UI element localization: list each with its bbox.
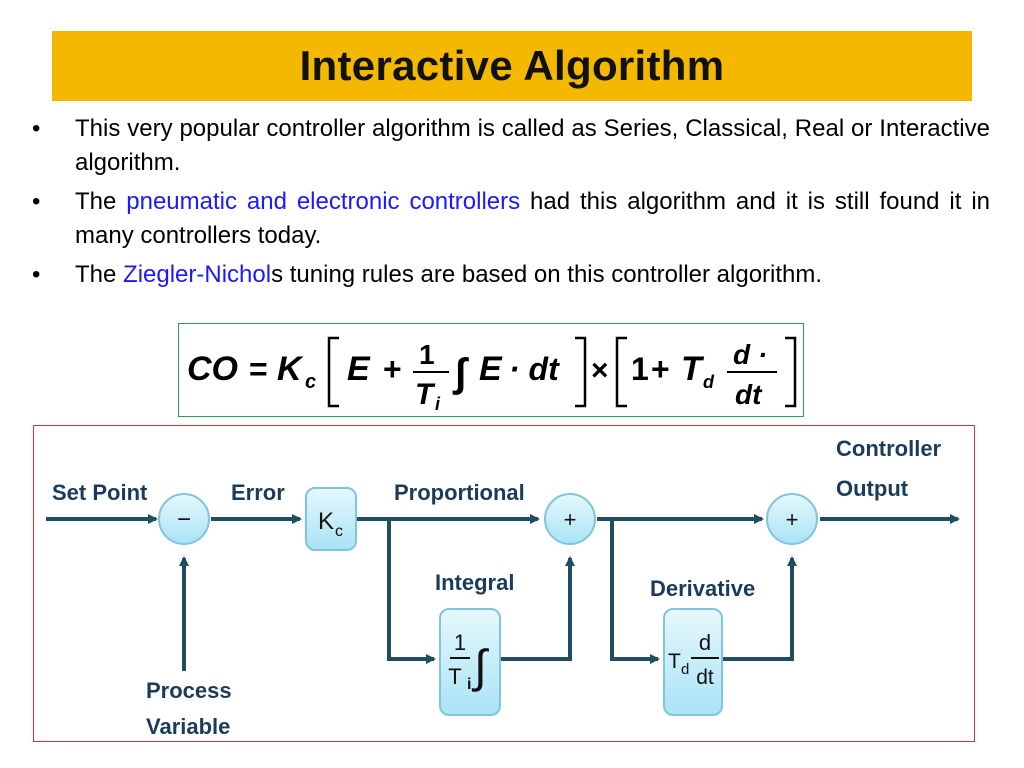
formula-equals: =	[249, 351, 268, 387]
formula-equation: CO = K c E + 1 T i ∫ E · dt × 1 + T d d …	[187, 336, 797, 414]
formula-bracket2-open	[615, 336, 627, 408]
formula-e2: E	[479, 350, 503, 388]
title-banner: Interactive Algorithm	[52, 31, 972, 101]
label-integral: Integral	[435, 570, 514, 595]
derivative-d: d	[699, 630, 711, 655]
formula-plus: +	[383, 351, 402, 387]
bullet-text: This very popular controller algorithm i…	[75, 115, 990, 176]
bullet-highlight: pneumatic and electronic controllers	[126, 188, 521, 215]
formula-k: K	[277, 350, 304, 388]
derivative-t: T	[668, 650, 681, 673]
formula-t2: T	[681, 350, 705, 388]
formula-bracket-close	[575, 336, 587, 408]
formula-e: E	[347, 350, 371, 388]
formula-one: 1	[419, 339, 435, 370]
label-process-line2: Variable	[146, 714, 230, 739]
integral-t-sub: i	[467, 676, 471, 693]
gain-block-kc: K c	[305, 487, 357, 551]
label-error: Error	[231, 480, 285, 505]
bullet-marker: •	[32, 188, 41, 215]
label-process-line1: Process	[146, 678, 232, 703]
kc-sub: c	[335, 523, 343, 540]
formula-k-sub: c	[305, 371, 316, 393]
summing-junction-output: +	[766, 493, 818, 545]
arrow-integral-out	[500, 556, 575, 661]
bullet-marker: •	[32, 261, 41, 288]
formula-plus2: +	[651, 351, 670, 387]
bullet-text-pre: The	[75, 188, 127, 215]
label-controller-output-line1: Controller	[836, 436, 942, 461]
integral-numerator: 1	[454, 630, 466, 655]
derivative-t-sub: d	[681, 661, 689, 678]
formula-co: CO	[187, 350, 238, 388]
bullet-text-post: had this algorithm and it is still found…	[75, 188, 990, 249]
formula-dt: dt	[735, 379, 763, 410]
formula-box: CO = K c E + 1 T i ∫ E · dt × 1 + T d d …	[178, 323, 804, 417]
integral-t: T	[448, 664, 461, 689]
bullet-list: • This very popular controller algorithm…	[30, 112, 990, 297]
arrow-derivative-in	[610, 519, 660, 664]
formula-dot-dt: · dt	[509, 351, 560, 387]
formula-td-sub: d	[703, 372, 715, 392]
label-derivative: Derivative	[650, 576, 755, 601]
formula-t: T	[415, 378, 436, 411]
kc-main: K	[318, 508, 334, 535]
summer3-plus-sign: +	[786, 507, 799, 532]
slide-title: Interactive Algorithm	[299, 42, 725, 89]
summer2-plus-sign: +	[564, 507, 577, 532]
formula-bracket2-close	[785, 336, 797, 408]
integral-symbol: ∫	[471, 640, 489, 692]
arrow-derivative-out	[722, 556, 797, 661]
label-proportional: Proportional	[394, 480, 525, 505]
bullet-item: • This very popular controller algorithm…	[30, 112, 990, 180]
bullet-text-pre: The	[75, 261, 124, 288]
formula-times: ×	[591, 354, 609, 387]
label-set-point: Set Point	[52, 480, 148, 505]
bullet-item: • The pneumatic and electronic controlle…	[30, 185, 990, 253]
summing-junction-error: −	[158, 493, 210, 545]
summer-minus-sign: −	[177, 506, 191, 533]
formula-ti-sub: i	[435, 394, 441, 414]
summing-junction-pi: +	[544, 493, 596, 545]
formula-integral: ∫	[452, 351, 469, 395]
bullet-text-post: s tuning rules are based on this control…	[271, 261, 823, 288]
bullet-item: • The Ziegler-Nichols tuning rules are b…	[30, 258, 990, 292]
derivative-block: T d d dt	[663, 608, 723, 716]
block-diagram: − K c + + 1 T i ∫ T d	[33, 425, 975, 742]
bullet-highlight: Ziegler-Nichol	[123, 261, 272, 288]
formula-bracket-open	[327, 336, 339, 408]
integral-block: 1 T i ∫	[439, 608, 501, 716]
formula-one2: 1	[631, 351, 649, 387]
block-diagram-canvas: − K c + + 1 T i ∫ T d	[46, 436, 960, 739]
label-controller-output-line2: Output	[836, 476, 909, 501]
bullet-marker: •	[32, 115, 41, 142]
arrow-integral-in	[387, 519, 436, 664]
formula-d-dot: d ·	[733, 339, 767, 370]
derivative-dt: dt	[696, 666, 714, 689]
